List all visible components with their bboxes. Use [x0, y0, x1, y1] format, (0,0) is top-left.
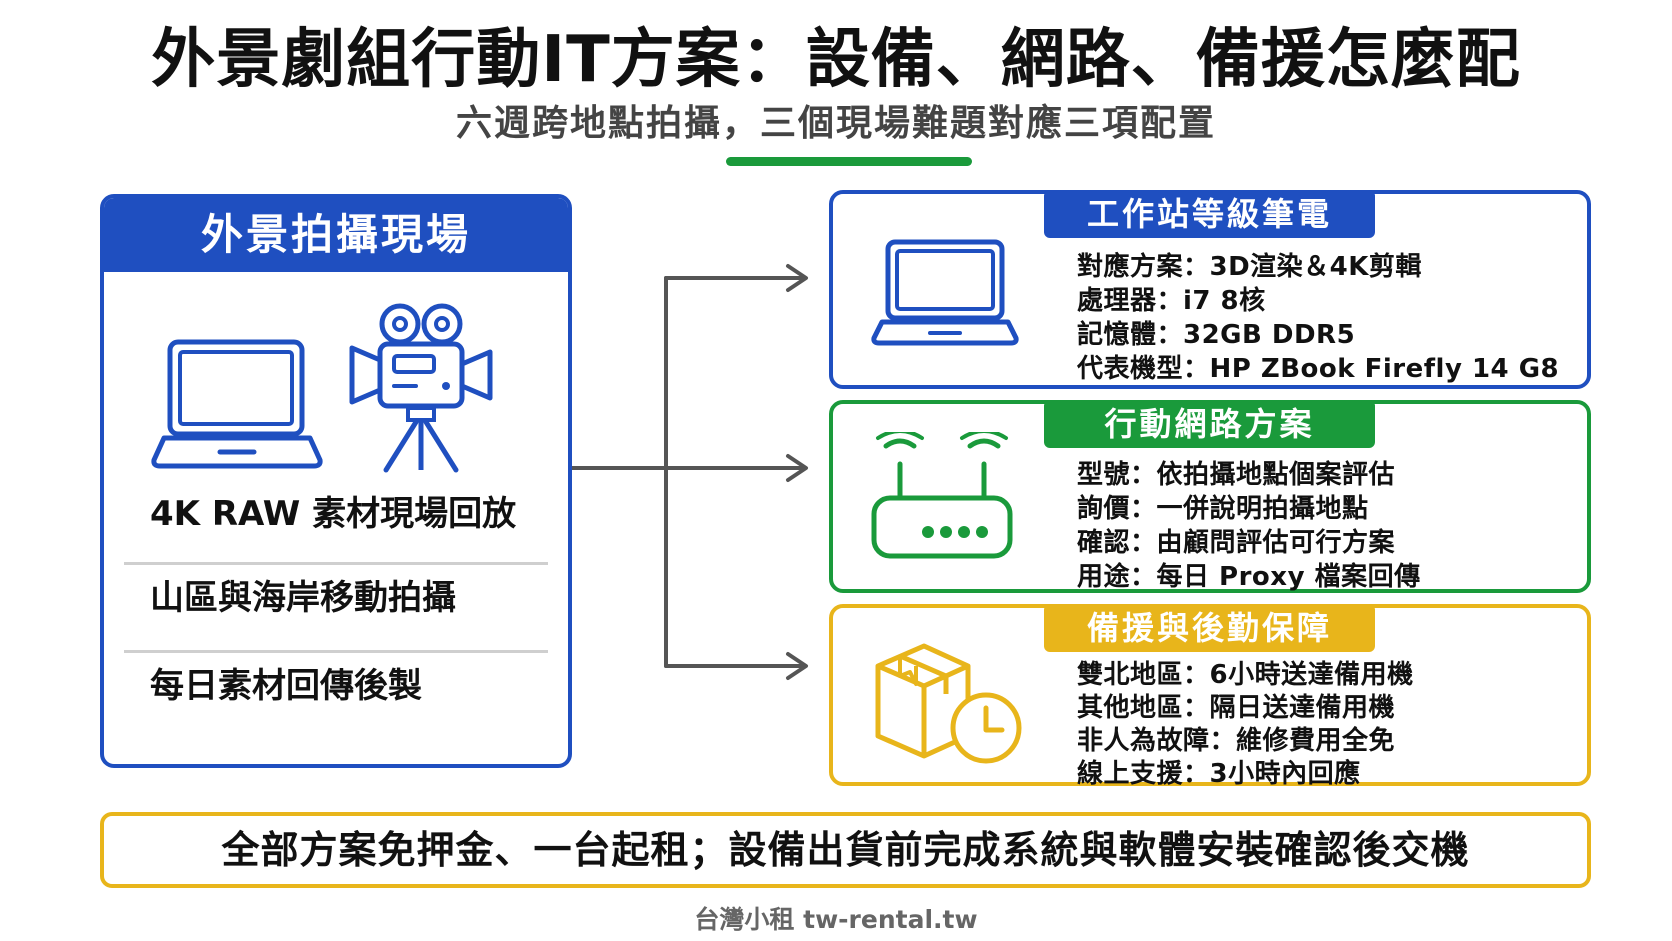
laptop-icon [151, 339, 323, 469]
site-heading: 外景拍攝現場 [104, 198, 568, 272]
site-item-playback: 4K RAW 素材現場回放 [150, 494, 517, 534]
spec-line: 記憶體：32GB DDR5 [1077, 320, 1356, 350]
router-icon [871, 432, 1013, 559]
site-divider [124, 650, 548, 653]
laptop-icon [871, 239, 1019, 346]
spec-line: 詢價：一併說明拍攝地點 [1077, 494, 1369, 524]
film-camera-icon [349, 303, 493, 473]
page-subtitle: 六週跨地點拍攝，三個現場難題對應三項配置 [455, 103, 1216, 144]
tab-network: 行動網路方案 [1044, 400, 1375, 448]
connector-arrows [572, 264, 808, 680]
spec-line: 確認：由顧問評估可行方案 [1077, 528, 1396, 558]
spec-line: 非人為故障：維修費用全免 [1077, 726, 1396, 756]
spec-line: 雙北地區：6小時送達備用機 [1077, 660, 1414, 690]
site-item-mobile: 山區與海岸移動拍攝 [150, 578, 456, 618]
spec-line: 型號：依拍攝地點個案評估 [1077, 460, 1396, 490]
brand-credit: 台灣小租 tw-rental.tw [694, 905, 978, 934]
card-workstation [829, 190, 1591, 389]
spec-line: 線上支援：3小時內回應 [1077, 759, 1361, 789]
footer-note: 全部方案免押金、一台起租；設備出貨前完成系統與軟體安裝確認後交機 [221, 828, 1470, 872]
spec-line: 用途：每日 Proxy 檔案回傳 [1077, 562, 1421, 592]
page-title: 外景劇組行動IT方案：設備、網路、備援怎麼配 [151, 23, 1521, 97]
site-panel: 外景拍攝現場 4K RAW 素材現場回放 山區與海岸移動拍攝 每日素材回傳後製 [100, 194, 572, 768]
title-underline [726, 157, 972, 166]
package-clock-icon [875, 643, 1022, 764]
tab-backup: 備援與後勤保障 [1044, 604, 1375, 652]
site-divider [124, 562, 548, 565]
footer-note-box [100, 812, 1591, 888]
spec-line: 代表機型：HP ZBook Firefly 14 G8 [1077, 354, 1560, 384]
spec-line: 其他地區：隔日送達備用機 [1077, 693, 1396, 723]
spec-line: 對應方案：3D渲染＆4K剪輯 [1077, 252, 1422, 282]
site-item-upload: 每日素材回傳後製 [150, 666, 422, 706]
tab-workstation: 工作站等級筆電 [1044, 190, 1375, 238]
spec-line: 處理器：i7 8核 [1077, 286, 1266, 316]
